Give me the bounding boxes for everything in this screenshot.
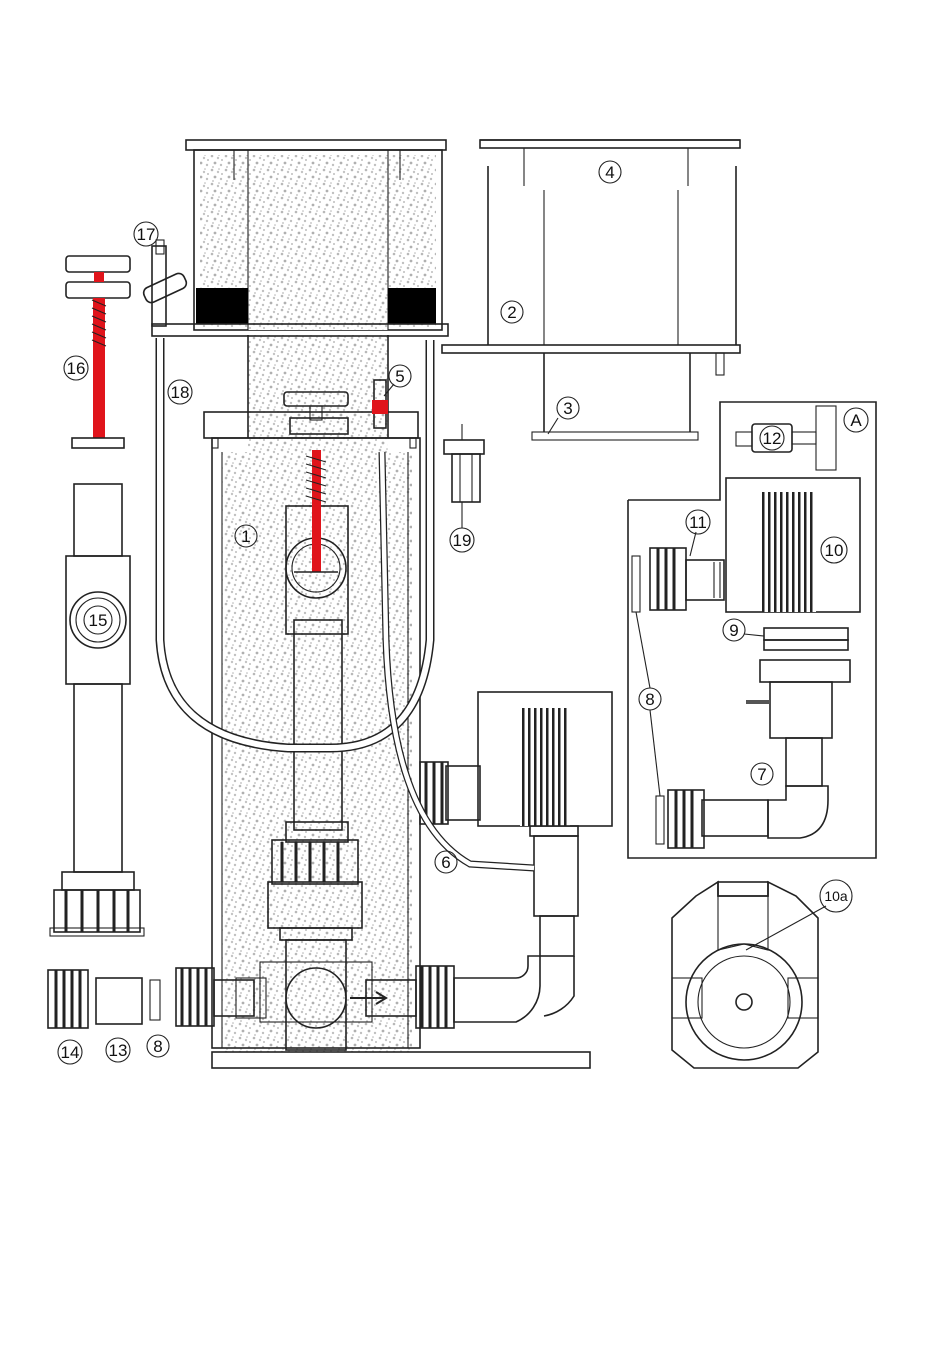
pump-front-10a	[672, 882, 818, 1068]
svg-text:3: 3	[563, 399, 572, 418]
pipe-15	[50, 484, 144, 936]
base-plate	[212, 1052, 590, 1068]
svg-text:18: 18	[171, 383, 190, 402]
callout-7: 7	[751, 763, 773, 785]
impeller-12	[736, 406, 836, 470]
svg-text:16: 16	[67, 359, 86, 378]
svg-text:13: 13	[109, 1041, 128, 1060]
callout-8-detail: 8	[636, 612, 661, 796]
svg-text:12: 12	[763, 429, 782, 448]
elbow-7	[668, 738, 828, 848]
callout-12: 12	[760, 426, 784, 450]
gasket-8-lower	[656, 796, 664, 844]
callout-10a: 10a	[746, 880, 852, 950]
callout-14: 14	[58, 1040, 82, 1064]
callout-2: 2	[501, 301, 523, 323]
adjust-screw-16	[66, 256, 130, 448]
cup-exploded	[442, 140, 740, 440]
callout-6: 6	[435, 851, 457, 873]
callout-16: 16	[64, 356, 88, 380]
callout-3: 3	[548, 397, 579, 434]
callout-9: 9	[723, 619, 764, 641]
svg-text:10: 10	[825, 541, 844, 560]
callout-4: 4	[599, 161, 621, 183]
svg-text:9: 9	[729, 621, 738, 640]
svg-text:2: 2	[507, 303, 516, 322]
callout-15: 15	[84, 606, 112, 634]
svg-text:17: 17	[137, 225, 156, 244]
svg-text:19: 19	[453, 531, 472, 550]
svg-text:7: 7	[757, 765, 766, 784]
svg-text:14: 14	[61, 1043, 80, 1062]
callout-8-loose: 8	[147, 1035, 169, 1057]
svg-text:8: 8	[153, 1037, 162, 1056]
detail-a-box	[628, 402, 876, 858]
gasket-8-upper	[632, 556, 640, 612]
callout-19: 19	[450, 528, 474, 552]
air-valve-17	[142, 240, 189, 326]
svg-text:10a: 10a	[824, 888, 848, 904]
volute-9	[746, 628, 850, 738]
svg-text:A: A	[850, 411, 862, 430]
svg-text:11: 11	[689, 513, 707, 532]
svg-text:1: 1	[241, 527, 250, 546]
callout-A: A	[844, 408, 868, 432]
collection-cup	[152, 140, 448, 336]
svg-text:4: 4	[605, 163, 614, 182]
callout-13: 13	[106, 1038, 130, 1062]
svg-text:15: 15	[89, 611, 108, 630]
svg-text:8: 8	[645, 690, 654, 709]
fitting-11	[650, 548, 724, 610]
loose-fittings	[48, 970, 160, 1028]
part-19	[444, 424, 484, 528]
svg-text:5: 5	[395, 367, 404, 386]
callout-10: 10	[821, 537, 847, 563]
svg-text:6: 6	[441, 853, 450, 872]
callout-17: 17	[134, 222, 158, 246]
callout-18: 18	[168, 380, 192, 404]
callout-11: 11	[686, 510, 710, 556]
